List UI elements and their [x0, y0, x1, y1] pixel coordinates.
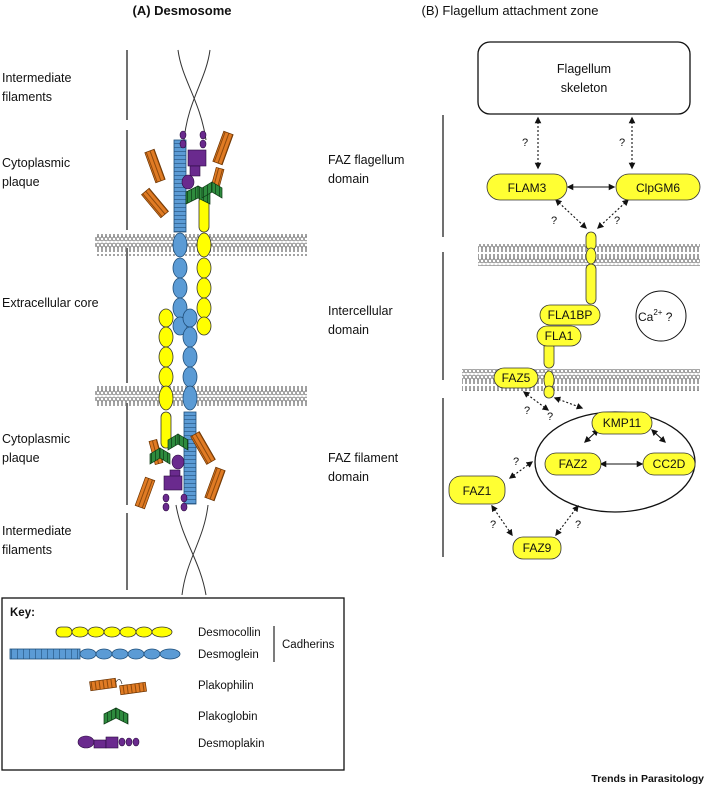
protein-flam3: FLAM3 [486, 173, 568, 201]
svg-text:?: ? [551, 215, 557, 227]
svg-text:?: ? [547, 411, 553, 423]
key-label-plakoglobin: Plakoglobin [198, 711, 257, 723]
svg-text:?: ? [575, 519, 581, 531]
interaction-arrows [491, 116, 666, 537]
desmocollin-top [196, 195, 212, 336]
key-label-cadherins: Cadherins [282, 639, 335, 651]
svg-text:FAZ2: FAZ2 [559, 457, 588, 471]
key-plakoglobin-glyph [103, 707, 129, 725]
key-label-desmoplakin: Desmoplakin [198, 738, 264, 750]
calcium-indicator: Ca2+ ? [635, 290, 687, 342]
flagellum-skeleton-box [477, 41, 691, 115]
protein-faz1: FAZ1 [448, 475, 506, 505]
key-desmoplakin-glyph [77, 735, 140, 749]
svg-text:FLA1BP: FLA1BP [548, 308, 593, 322]
svg-text:Ca2+ ?: Ca2+ ? [638, 308, 673, 324]
journal-footer: Trends in Parasitology [591, 773, 704, 785]
desmocollin-bottom [158, 308, 174, 449]
svg-text:CC2D: CC2D [653, 457, 686, 471]
svg-text:ClpGM6: ClpGM6 [636, 181, 680, 195]
plakoglobin-group [149, 181, 223, 465]
membrane-bottom [95, 386, 307, 408]
key-desmocollin-glyph [55, 626, 173, 638]
svg-text:?: ? [522, 137, 528, 149]
key-desmoglein-glyph [9, 648, 181, 660]
desmosome-diagram [95, 49, 307, 596]
protein-kmp11: KMP11 [591, 411, 653, 435]
faz-proteins: FLAM3 ClpGM6 FLA1BP FLA1 FAZ5 KMP11 FAZ2 [448, 173, 701, 560]
key-title: Key: [10, 607, 35, 619]
desmoplakin-bottom [162, 454, 188, 512]
panel-b-title: (B) Flagellum attachment zone [421, 3, 598, 18]
key-label-desmocollin: Desmocollin [198, 627, 261, 639]
svg-text:FLA1: FLA1 [545, 329, 574, 343]
desmoglein-bottom [182, 308, 198, 505]
key-label-desmoglein: Desmoglein [198, 649, 259, 661]
panel-a-title: (A) Desmosome [133, 3, 232, 18]
protein-faz5: FAZ5 [493, 367, 539, 389]
svg-text:?: ? [614, 215, 620, 227]
svg-text:?: ? [619, 137, 625, 149]
protein-faz2: FAZ2 [544, 452, 602, 476]
protein-faz9: FAZ9 [512, 536, 562, 560]
protein-cc2d: CC2D [642, 452, 696, 476]
svg-text:?: ? [490, 519, 496, 531]
protein-clpgm6: ClpGM6 [615, 173, 701, 201]
key-box [1, 597, 345, 771]
protein-fla1bp: FLA1BP [539, 304, 601, 326]
svg-text:FAZ1: FAZ1 [463, 484, 492, 498]
svg-text:?: ? [524, 405, 530, 417]
desmoplakin-top [179, 130, 207, 190]
region-label-extracellular-core: Extracellular core [2, 296, 99, 310]
question-marks: ? ? ? ? ? ? ? ? ? [490, 137, 625, 531]
intermediate-filaments [175, 49, 211, 596]
protein-fla1: FLA1 [536, 325, 582, 347]
svg-text:KMP11: KMP11 [603, 416, 642, 430]
svg-text:?: ? [513, 456, 519, 468]
fla1bp-stalk [585, 231, 597, 305]
key-plakophilin-glyph [89, 677, 147, 696]
svg-text:FAZ9: FAZ9 [523, 541, 552, 555]
svg-text:FLAM3: FLAM3 [508, 181, 547, 195]
key-label-plakophilin: Plakophilin [198, 680, 254, 692]
svg-text:FAZ5: FAZ5 [502, 371, 531, 385]
desmoglein-top [172, 139, 188, 336]
